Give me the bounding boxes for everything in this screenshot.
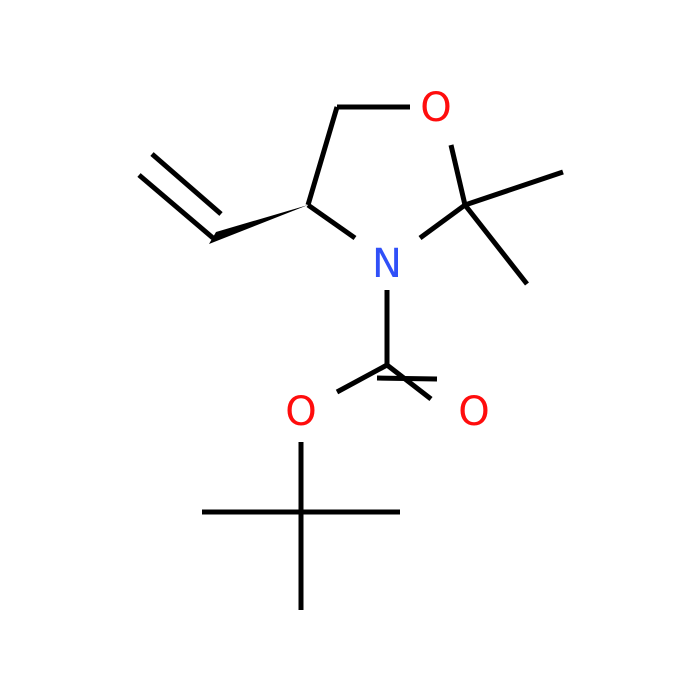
bond-carbonyl-double-b	[376, 375, 438, 382]
bond-vinyl-double-a	[137, 173, 215, 240]
atom-ring-oxygen-label: O	[420, 85, 451, 131]
atom-ester-oxygen-label: O	[285, 389, 316, 435]
stereo-wedge-bond	[209, 205, 308, 244]
bond-methyl-upper	[464, 169, 564, 208]
bond-carbonyl-oester	[335, 362, 389, 395]
atom-nitrogen-label: N	[372, 241, 402, 287]
bond-vinyl-double-b	[150, 152, 223, 216]
bond-c4-ch2	[305, 106, 340, 206]
bond-cme2-n	[418, 202, 467, 241]
bond-o-cme2	[448, 144, 468, 206]
bond-methyl-lower	[463, 203, 529, 286]
atom-carbonyl-oxygen-label: O	[458, 389, 489, 435]
bond-n-c4	[306, 202, 357, 241]
bond-carbonyl-double-a	[385, 363, 433, 401]
